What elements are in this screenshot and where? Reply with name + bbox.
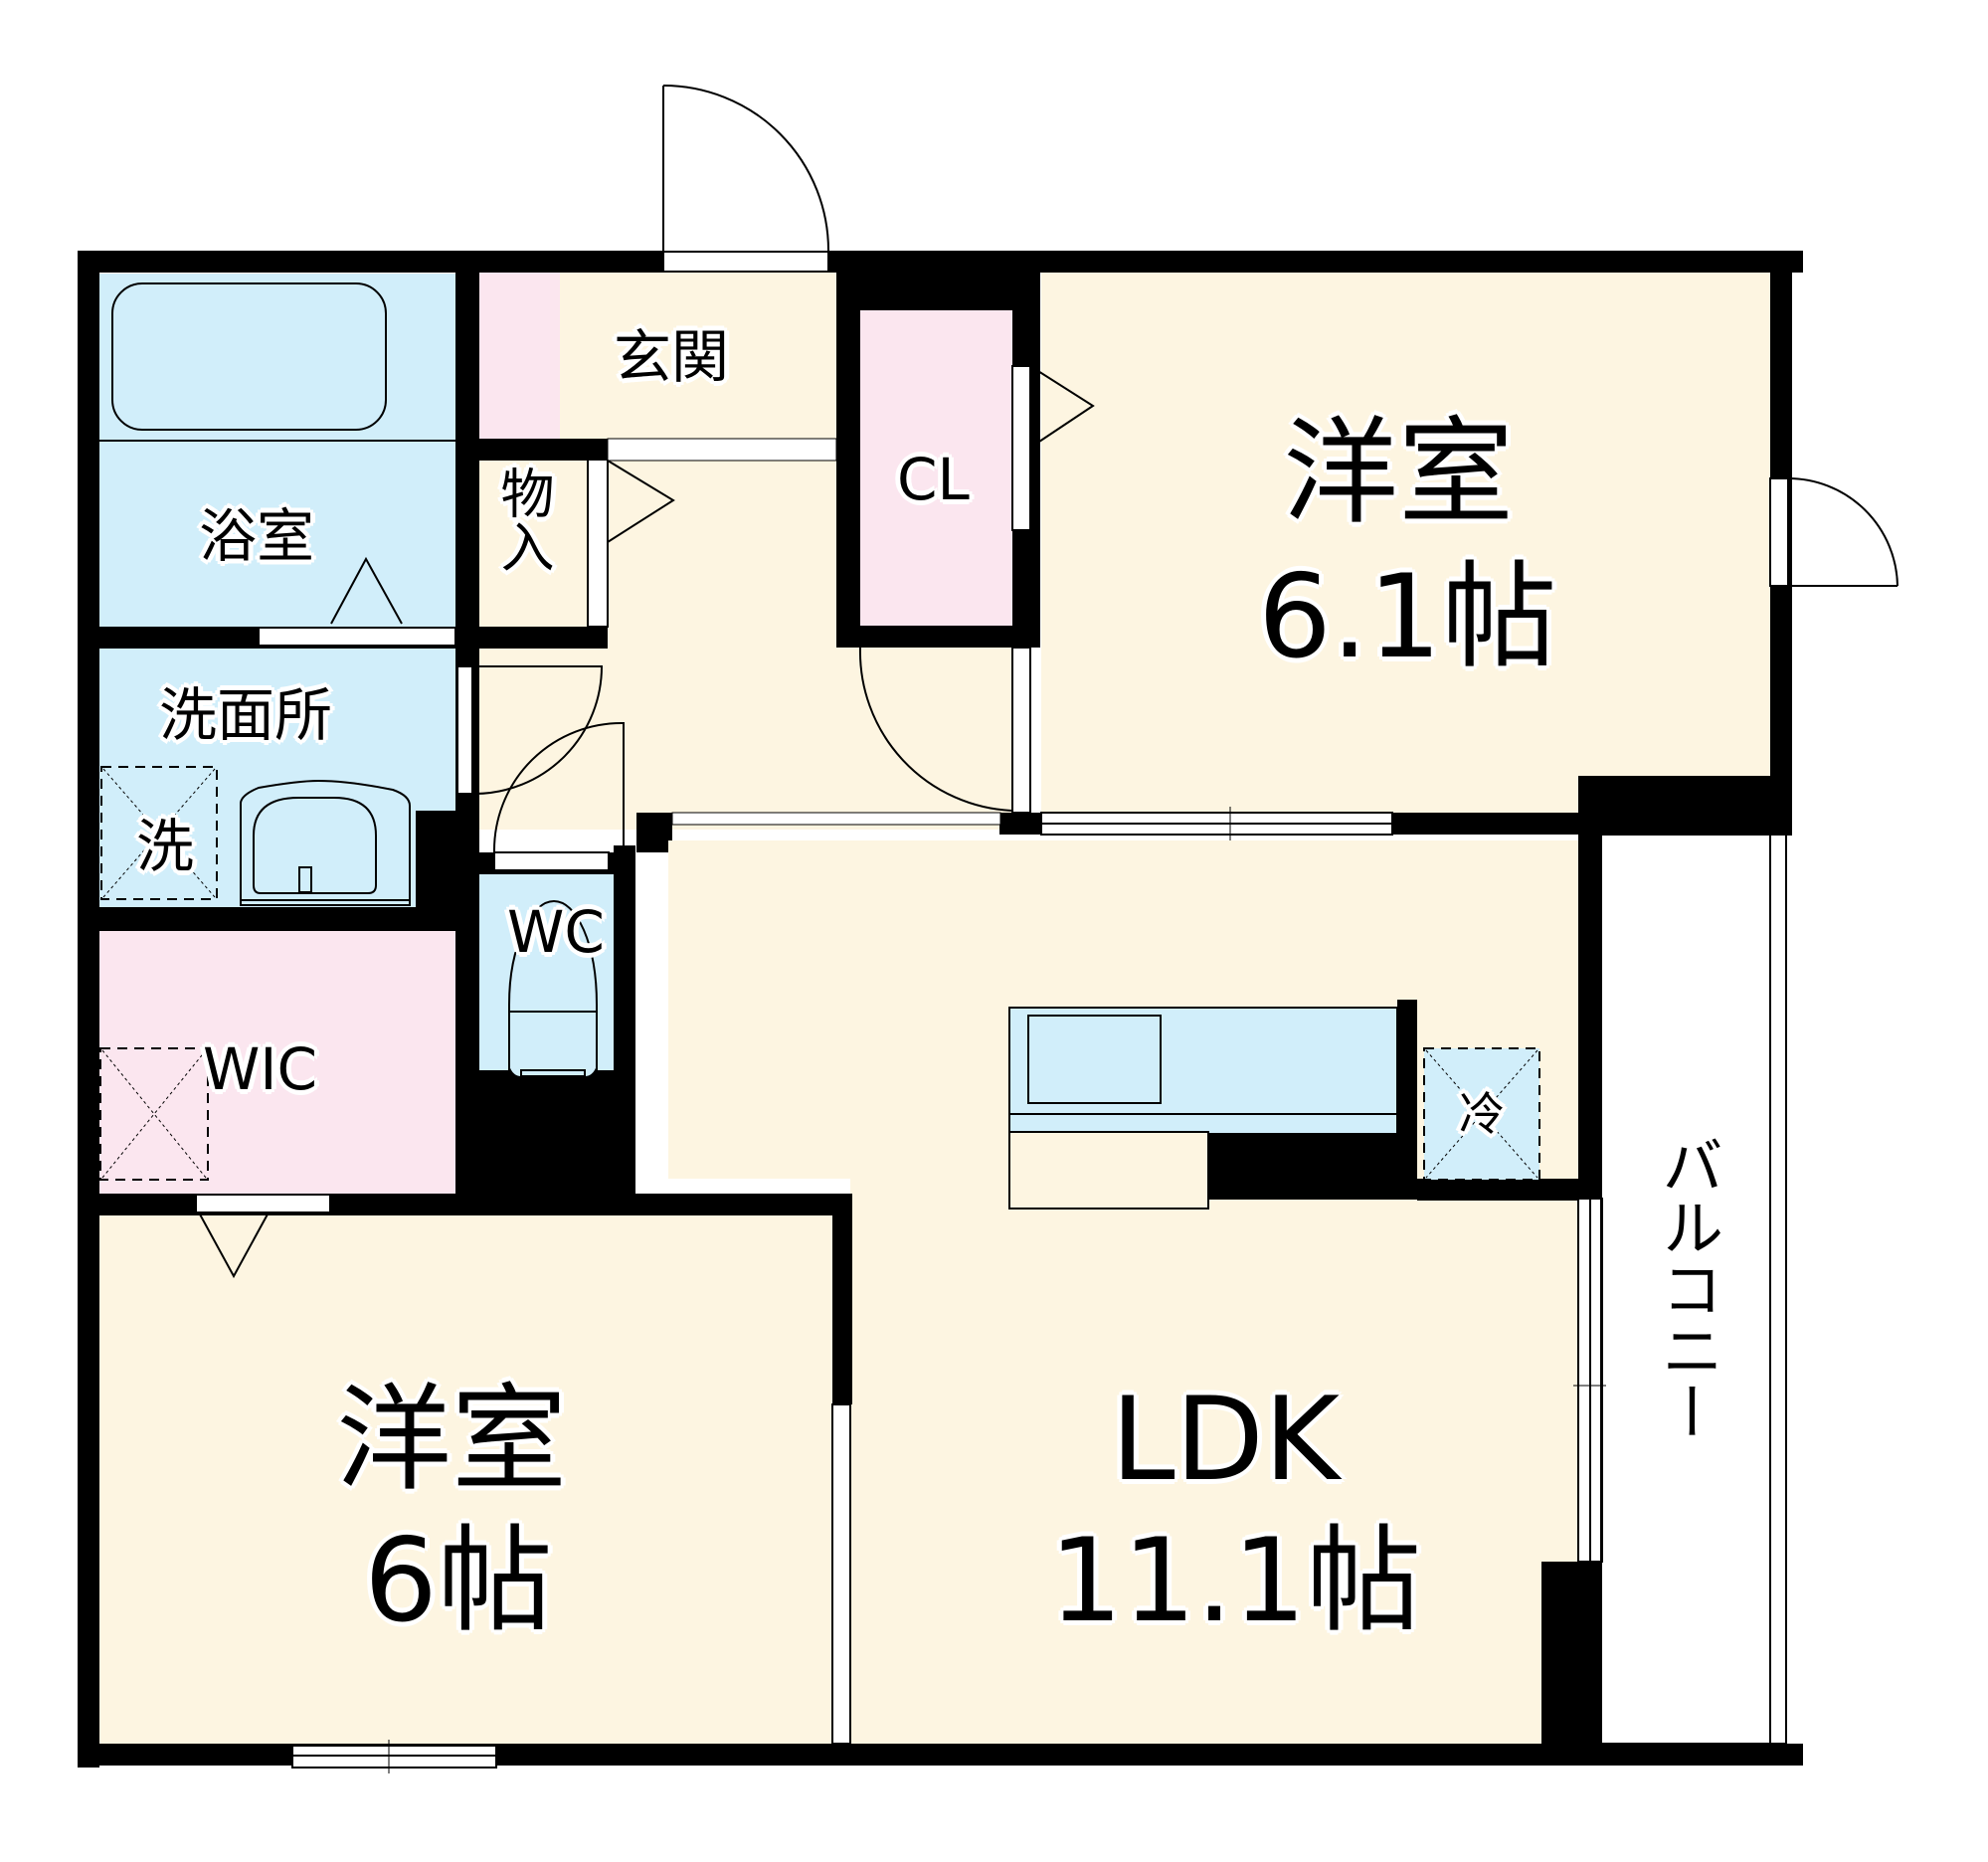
balcony-railing (1600, 836, 1787, 1745)
closet-label: CL (897, 446, 970, 513)
western-room-2-floor (96, 1210, 832, 1744)
refrigerator-label: 冷 (1459, 1087, 1505, 1141)
storage-label-line1: 物 (491, 466, 554, 519)
ldk-name: LDK (1111, 1373, 1341, 1507)
washroom-label: 洗面所 (159, 681, 333, 749)
toilet-label: WC (507, 898, 605, 966)
washing-machine-label: 洗 (136, 813, 195, 880)
western-room-1-size: 6.1帖 (1258, 550, 1557, 684)
entrance-label: 玄関 (614, 323, 730, 391)
entrance-floor (560, 272, 836, 439)
ldk-size: 11.1帖 (1049, 1514, 1422, 1648)
entrance-shoe-storage (479, 272, 560, 439)
storage-label: 物入 (491, 466, 554, 573)
bathroom-label: 浴室 (199, 502, 315, 570)
balcony-label: バルコニー (1651, 1134, 1723, 1442)
western-room-1-name: 洋室 (1283, 406, 1514, 540)
fixtures (96, 85, 1898, 1773)
wic-floor (96, 928, 456, 1194)
ldk-floor-b (850, 1179, 1585, 1744)
walls (78, 251, 1803, 1768)
wic-label: WIC (203, 1035, 317, 1103)
western-room-2-name: 洋室 (336, 1373, 567, 1507)
floors (96, 272, 1770, 1744)
closet-floor (856, 310, 1012, 626)
western-room-1-floor (1041, 272, 1770, 779)
bathroom-floor (96, 274, 455, 627)
storage-label-line2: 入 (491, 519, 554, 573)
openings (195, 251, 1789, 1769)
western-room-2-size: 6帖 (364, 1514, 553, 1648)
